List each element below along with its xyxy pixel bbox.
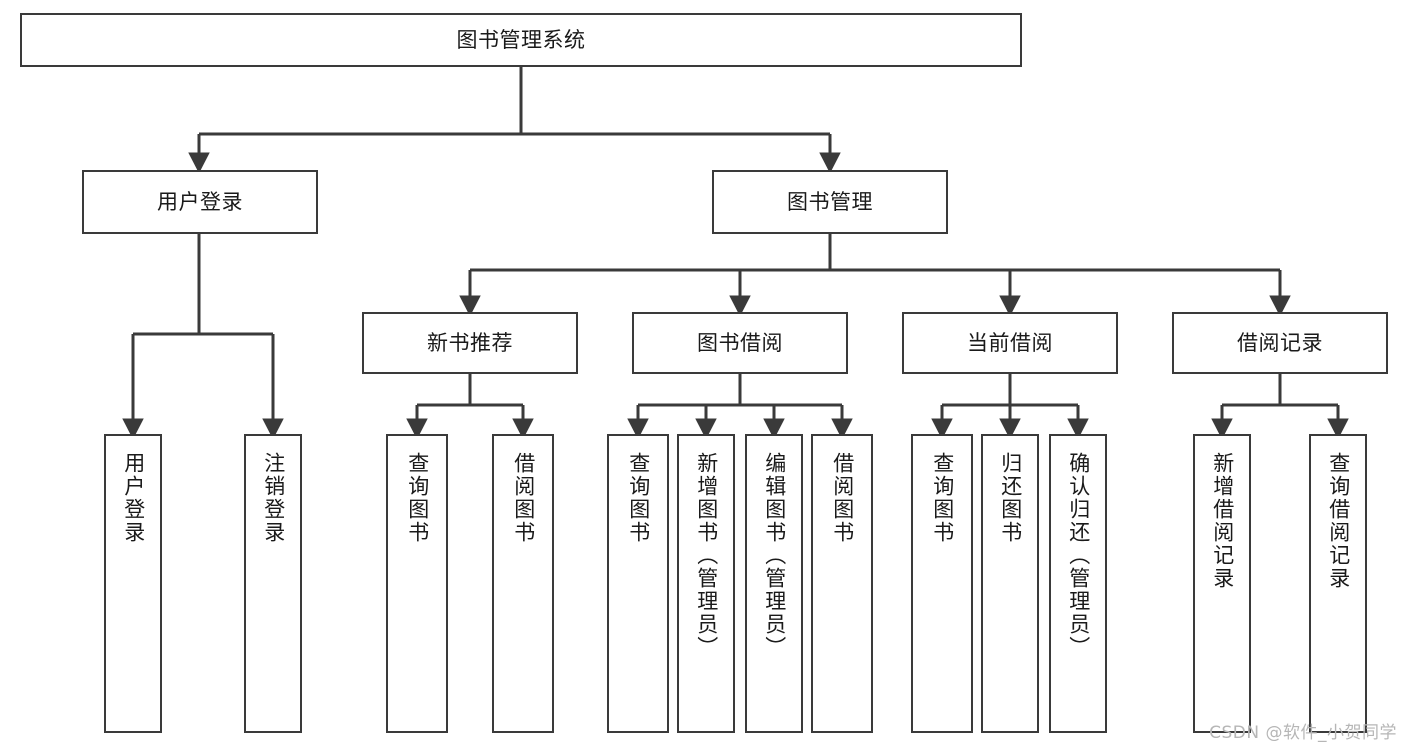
node-leaf-query-book-1-label: 查询图书 [405,452,430,544]
node-root[interactable]: 图书管理系统 [20,13,1022,67]
node-new-book-recommend-label: 新书推荐 [427,330,513,355]
node-root-label: 图书管理系统 [456,27,586,52]
node-leaf-add-record[interactable]: 新增借阅记录 [1193,434,1251,733]
node-user-login[interactable]: 用户登录 [82,170,318,234]
node-book-manage-label: 图书管理 [787,189,873,214]
node-leaf-return-book[interactable]: 归还图书 [981,434,1039,733]
node-leaf-query-book-3-label: 查询图书 [930,452,955,544]
node-current-borrow[interactable]: 当前借阅 [902,312,1118,374]
node-leaf-query-book-2-label: 查询图书 [626,452,651,544]
node-borrow-record-label: 借阅记录 [1237,330,1323,355]
node-leaf-borrow-book-1-label: 借阅图书 [511,452,536,544]
node-leaf-add-book-label: 新增图书（管理员） [694,452,719,659]
node-leaf-edit-book[interactable]: 编辑图书（管理员） [745,434,803,733]
node-user-login-label: 用户登录 [157,189,243,214]
node-book-borrow-label: 图书借阅 [697,330,783,355]
node-leaf-user-login[interactable]: 用户登录 [104,434,162,733]
node-leaf-return-book-label: 归还图书 [998,452,1023,544]
node-leaf-add-book[interactable]: 新增图书（管理员） [677,434,735,733]
node-leaf-edit-book-label: 编辑图书（管理员） [762,452,787,659]
node-book-manage[interactable]: 图书管理 [712,170,948,234]
node-leaf-confirm-return-label: 确认归还（管理员） [1066,452,1091,659]
node-leaf-user-login-label: 用户登录 [121,452,146,544]
node-leaf-confirm-return[interactable]: 确认归还（管理员） [1049,434,1107,733]
node-leaf-borrow-book-1[interactable]: 借阅图书 [492,434,554,733]
node-leaf-query-record[interactable]: 查询借阅记录 [1309,434,1367,733]
watermark-text: CSDN @软件_小贺同学 [1209,723,1397,743]
node-leaf-logout-login-label: 注销登录 [261,452,286,544]
node-book-borrow[interactable]: 图书借阅 [632,312,848,374]
node-leaf-query-book-1[interactable]: 查询图书 [386,434,448,733]
node-leaf-add-record-label: 新增借阅记录 [1210,452,1235,590]
node-borrow-record[interactable]: 借阅记录 [1172,312,1388,374]
node-leaf-query-book-3[interactable]: 查询图书 [911,434,973,733]
node-new-book-recommend[interactable]: 新书推荐 [362,312,578,374]
node-leaf-query-book-2[interactable]: 查询图书 [607,434,669,733]
node-leaf-query-record-label: 查询借阅记录 [1326,452,1351,590]
node-leaf-borrow-book-2-label: 借阅图书 [830,452,855,544]
node-current-borrow-label: 当前借阅 [967,330,1053,355]
node-leaf-borrow-book-2[interactable]: 借阅图书 [811,434,873,733]
node-leaf-logout-login[interactable]: 注销登录 [244,434,302,733]
